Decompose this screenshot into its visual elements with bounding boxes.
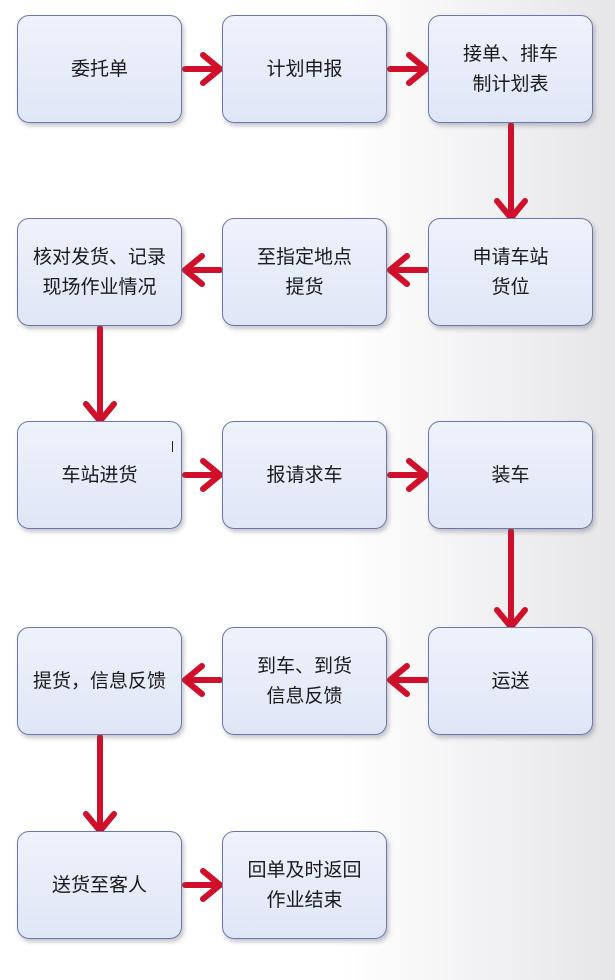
flow-arrow <box>83 734 117 834</box>
arrow-head <box>387 253 410 287</box>
step-transport: 运送 <box>428 627 593 735</box>
step-pickup-at-location: 至指定地点 提货 <box>222 218 387 326</box>
flow-arrow <box>387 458 429 492</box>
arrow-head <box>406 52 429 86</box>
flow-arrow <box>182 663 223 697</box>
flow-arrow <box>494 528 528 630</box>
step-pickup-feedback: 提货，信息反馈 <box>17 627 182 735</box>
arrow-head <box>200 52 223 86</box>
flow-arrow <box>387 663 429 697</box>
step-label: 计划申报 <box>266 58 343 80</box>
step-plan-declaration: 计划申报 <box>222 15 387 123</box>
step-station-intake: 车站进货 <box>17 421 182 529</box>
flow-arrow <box>83 325 117 424</box>
step-label: 装车 <box>491 464 530 486</box>
step-request-wagon: 报请求车 <box>222 421 387 529</box>
step-accept-order-schedule: 接单、排车 制计划表 <box>428 15 593 123</box>
step-label: 提货，信息反馈 <box>32 670 166 692</box>
arrow-head <box>406 458 429 492</box>
flow-arrow <box>494 122 528 221</box>
step-label: 回单及时返回 作业结束 <box>247 859 362 911</box>
step-label: 运送 <box>491 670 530 692</box>
step-loading: 装车 <box>428 421 593 529</box>
arrow-head <box>387 663 410 697</box>
step-label: 至指定地点 提货 <box>256 246 352 298</box>
text-cursor-mark <box>172 441 173 452</box>
step-label: 送货至客人 <box>51 874 147 896</box>
flow-arrow <box>387 253 429 287</box>
arrow-head <box>200 458 223 492</box>
step-label: 报请求车 <box>266 464 343 486</box>
step-label: 车站进货 <box>61 464 138 486</box>
step-verify-and-record: 核对发货、记录 现场作业情况 <box>17 218 182 326</box>
step-arrival-feedback: 到车、到货 信息反馈 <box>222 627 387 735</box>
flow-arrow <box>182 52 223 86</box>
flow-arrow <box>182 253 223 287</box>
step-label: 核对发货、记录 现场作业情况 <box>32 246 166 298</box>
step-entrust-order: 委托单 <box>17 15 182 123</box>
step-label: 接单、排车 制计划表 <box>462 43 558 95</box>
arrow-head <box>200 868 223 902</box>
step-return-receipt-end: 回单及时返回 作业结束 <box>222 831 387 939</box>
flow-arrow <box>182 868 223 902</box>
arrow-head <box>182 253 205 287</box>
flow-arrow <box>182 458 223 492</box>
arrow-head <box>182 663 205 697</box>
step-label: 委托单 <box>70 58 128 80</box>
step-deliver-to-client: 送货至客人 <box>17 831 182 939</box>
flow-arrow <box>387 52 429 86</box>
step-apply-station-slot: 申请车站 货位 <box>428 218 593 326</box>
step-label: 到车、到货 信息反馈 <box>256 655 352 707</box>
step-label: 申请车站 货位 <box>472 246 549 298</box>
